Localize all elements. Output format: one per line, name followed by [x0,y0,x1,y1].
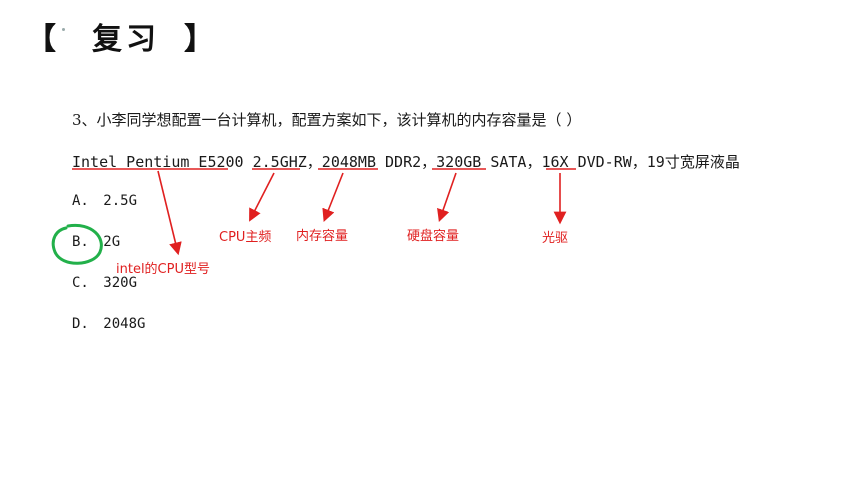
option-b[interactable]: B. 2G [72,234,120,250]
annotation-cpu-freq: CPU主频 [219,230,272,245]
option-label: A. [72,193,89,209]
arrow-cpu-model [157,170,182,256]
question-text: 3、小李同学想配置一台计算机，配置方案如下，该计算机的内存容量是（ ） [72,111,582,129]
decorative-dot [62,28,65,31]
annotation-disk: 硬盘容量 [407,229,460,244]
option-value: 320G [103,275,138,291]
arrow-memory [322,172,344,222]
title-bracket-close: 】 [184,22,214,57]
option-value: 2G [103,234,121,250]
option-a[interactable]: A. 2.5G [72,193,137,209]
option-value: 2048G [103,316,146,332]
arrow-disk [437,172,457,223]
annotation-optical: 光驱 [542,231,569,246]
option-label: C. [72,275,89,291]
page-title: 复习 [92,22,160,57]
option-label: B. [72,234,89,250]
option-d[interactable]: D. 2048G [72,316,145,332]
answer-circle [51,223,103,265]
annotation-memory: 内存容量 [296,229,349,244]
annotation-cpu-model: intel的CPU型号 [116,262,210,277]
option-label: D. [72,316,89,332]
option-c[interactable]: C. 320G [72,275,137,291]
option-value: 2.5G [103,193,138,209]
title-bracket-open: 【 [26,22,56,57]
config-spec: Intel Pentium E5200 2.5GHZ，2048MB DDR2，3… [72,153,740,171]
arrow-cpu-freq [249,172,275,222]
